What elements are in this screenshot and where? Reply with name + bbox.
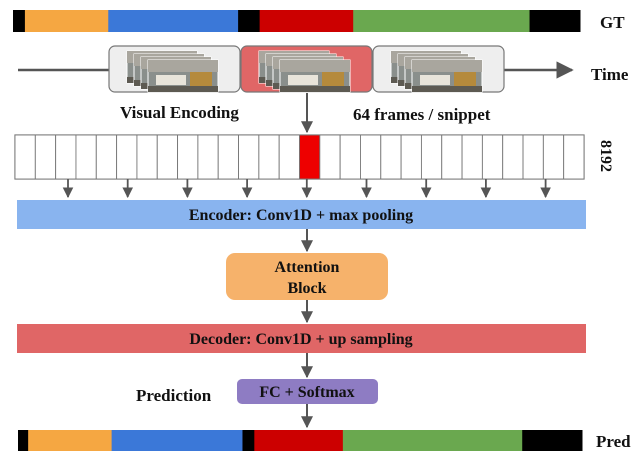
pred-segment-black — [18, 430, 29, 451]
feature-cell — [217, 134, 239, 180]
feature-cell — [55, 134, 77, 180]
feature-cell — [156, 134, 179, 180]
encoder-label: Encoder: Conv1D + max pooling — [189, 207, 413, 224]
frames-per-snippet-label: 64 frames / snippet — [353, 105, 491, 124]
gt-segment-orange — [24, 10, 109, 32]
feature-cell — [563, 134, 585, 180]
pred-segment-black — [242, 430, 255, 451]
fc-softmax-label: FC + Softmax — [259, 384, 354, 401]
feature-cell — [380, 134, 402, 180]
prediction-bar — [18, 430, 583, 451]
snippet-2 — [240, 45, 373, 93]
feature-cell — [400, 134, 422, 180]
feature-cell — [238, 134, 260, 180]
snippet-1 — [108, 45, 241, 93]
feature-cell — [116, 134, 138, 180]
time-label: Time — [591, 65, 629, 84]
fc-softmax-block — [237, 379, 378, 404]
pred-segment-orange — [28, 430, 113, 451]
feature-cell — [441, 134, 463, 180]
gt-segment-green — [353, 10, 531, 32]
gt-segment-red — [259, 10, 354, 32]
ground-truth-bar — [13, 10, 581, 32]
feature-cell — [420, 134, 443, 180]
attention-label-line2: Block — [287, 280, 326, 297]
pred-label: Pred — [596, 432, 631, 451]
feature-cell — [177, 134, 199, 180]
feature-cell — [14, 134, 36, 180]
gt-segment-black — [238, 10, 261, 32]
feature-cell — [360, 134, 382, 180]
feature-cell — [197, 134, 219, 180]
feature-cell — [34, 134, 57, 180]
feature-dim-label: 8192 — [597, 140, 614, 172]
feature-cell — [95, 134, 118, 180]
snippet-3 — [372, 45, 505, 93]
gt-segment-black — [13, 10, 26, 32]
decoder-block — [17, 324, 586, 353]
frame-thumbnail — [147, 59, 219, 93]
feature-cell — [319, 134, 341, 180]
feature-cell — [75, 134, 97, 180]
pred-segment-blue — [111, 430, 243, 451]
gt-label: GT — [600, 13, 625, 32]
feature-cell — [461, 134, 483, 180]
attention-block — [226, 253, 388, 300]
feature-sequence — [14, 134, 585, 180]
feature-arrows — [62, 179, 551, 199]
feature-cell — [258, 134, 280, 180]
pred-segment-green — [342, 430, 523, 451]
prediction-label: Prediction — [136, 386, 212, 405]
encoder-block — [17, 200, 586, 229]
feature-cell-highlighted — [299, 134, 321, 180]
video-snippets — [108, 45, 505, 93]
feature-cell — [522, 134, 544, 180]
feature-cell — [481, 134, 504, 180]
feature-cell — [502, 134, 524, 180]
frame-thumbnail — [279, 59, 351, 93]
decoder-label: Decoder: Conv1D + up sampling — [189, 331, 412, 348]
visual-encoding-label: Visual Encoding — [120, 103, 239, 122]
feature-cell — [278, 134, 300, 180]
frame-thumbnail — [411, 59, 483, 93]
attention-label-line1: Attention — [275, 259, 340, 276]
feature-cell — [136, 134, 158, 180]
feature-cell — [339, 134, 361, 180]
feature-cell — [542, 134, 565, 180]
pred-segment-red — [254, 430, 344, 451]
pred-segment-black — [522, 430, 583, 451]
gt-segment-black — [529, 10, 581, 32]
gt-segment-blue — [108, 10, 239, 32]
